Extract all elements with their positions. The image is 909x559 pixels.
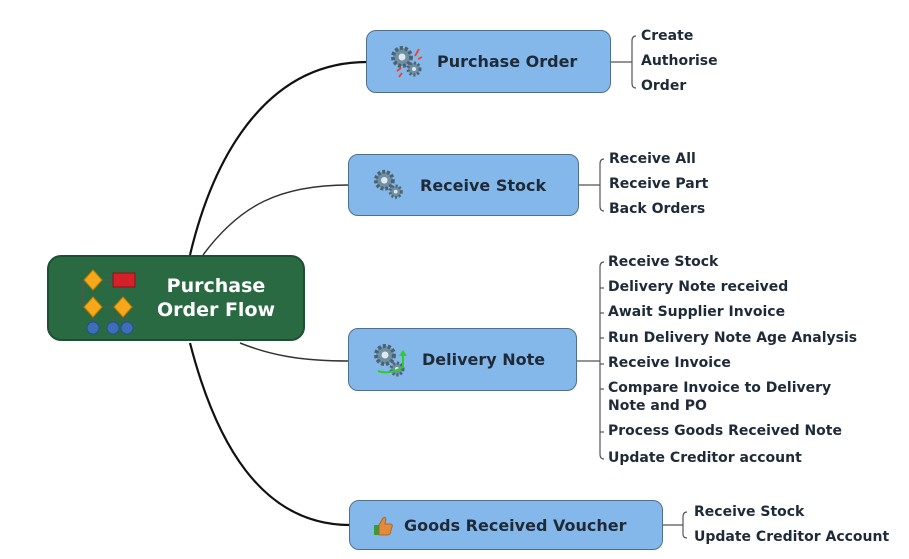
- branch-label: Delivery Note: [422, 350, 546, 369]
- root-node-purchase-order-flow[interactable]: Purchase Order Flow: [47, 255, 305, 341]
- bracket-purchase-order: [611, 35, 637, 89]
- leaf-receive-stock[interactable]: Receive Stock: [608, 254, 719, 270]
- leaf-receive-invoice[interactable]: Receive Invoice: [608, 355, 731, 371]
- leaf-process-goods-received-note[interactable]: Process Goods Received Note: [608, 423, 842, 439]
- gears-icon: [373, 169, 403, 199]
- connector-delivery-note: [239, 342, 350, 362]
- leaf-compare-invoice-line2[interactable]: Note and PO: [608, 398, 707, 414]
- branch-label: Purchase Order: [437, 52, 578, 71]
- bracket-delivery-note: [577, 261, 605, 460]
- branch-node-delivery-note[interactable]: Delivery Note: [348, 328, 577, 391]
- gears-sparkle-icon: [391, 46, 423, 78]
- gears-arrow-icon: [374, 344, 407, 377]
- bracket-goods-received: [663, 511, 688, 539]
- leaf-grv-update-creditor-account[interactable]: Update Creditor Account: [694, 529, 890, 545]
- leaf-delivery-note-received[interactable]: Delivery Note received: [608, 279, 789, 295]
- connector-purchase-order: [188, 60, 368, 256]
- thumbs-up-icon: [374, 516, 393, 536]
- flowchart-icon: [82, 269, 136, 335]
- leaf-order[interactable]: Order: [641, 78, 687, 94]
- leaf-await-supplier-invoice[interactable]: Await Supplier Invoice: [608, 304, 786, 320]
- leaf-compare-invoice-line1[interactable]: Compare Invoice to Delivery: [608, 380, 832, 396]
- branch-label: Receive Stock: [420, 175, 547, 195]
- connector-receive-stock: [202, 184, 350, 256]
- branch-node-receive-stock[interactable]: Receive Stock: [348, 154, 579, 216]
- root-title: Purchase Order Flow: [141, 274, 291, 322]
- connector-goods-received: [188, 342, 351, 527]
- branch-node-purchase-order[interactable]: Purchase Order: [366, 30, 611, 93]
- branch-label: Goods Received Voucher: [404, 515, 627, 535]
- leaf-back-orders[interactable]: Back Orders: [609, 201, 706, 217]
- leaf-grv-receive-stock[interactable]: Receive Stock: [694, 504, 805, 520]
- bracket-receive-stock: [579, 158, 605, 212]
- leaf-run-delivery-note-age-analysis[interactable]: Run Delivery Note Age Analysis: [608, 330, 858, 346]
- leaf-update-creditor-account[interactable]: Update Creditor account: [608, 450, 802, 466]
- leaf-receive-part[interactable]: Receive Part: [609, 176, 709, 192]
- leaf-create[interactable]: Create: [641, 28, 694, 44]
- root-title-line1: Purchase: [166, 275, 266, 297]
- branch-node-goods-received-voucher[interactable]: Goods Received Voucher: [349, 500, 663, 550]
- leaf-authorise[interactable]: Authorise: [641, 53, 718, 69]
- leaf-receive-all[interactable]: Receive All: [609, 151, 696, 167]
- root-title-line2: Order Flow: [156, 299, 276, 321]
